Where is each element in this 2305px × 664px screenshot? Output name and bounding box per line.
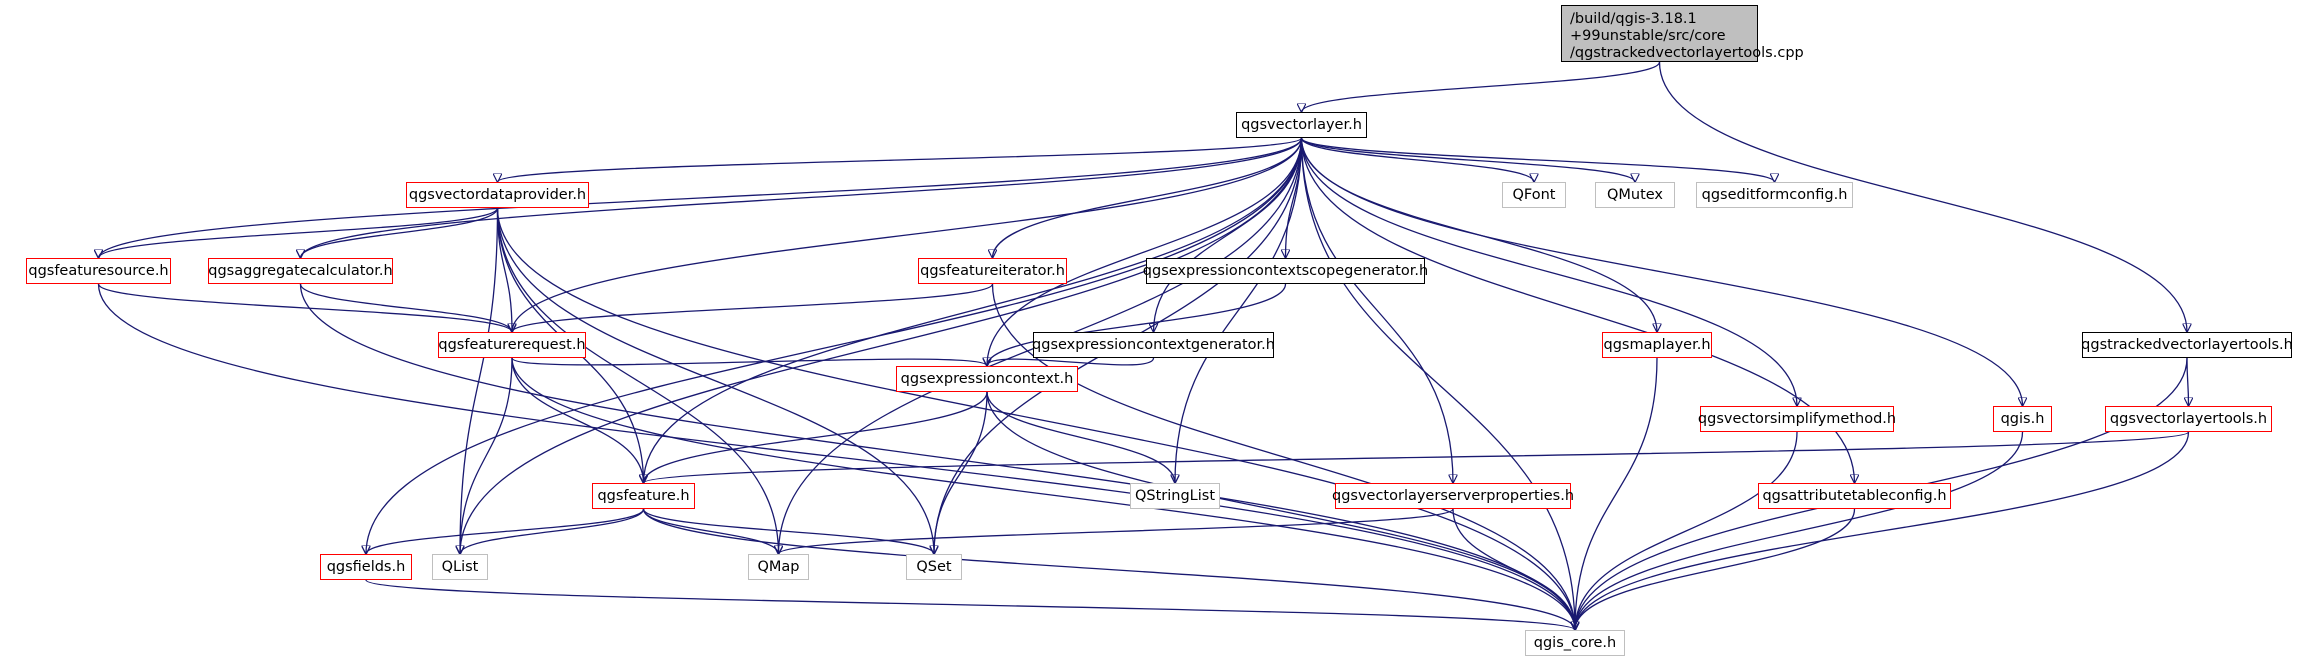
node-qgstrackedvectorlayertools[interactable]: qgstrackedvectorlayertools.h <box>2081 332 2293 358</box>
edge-qgsfeature-to-qset <box>642 508 935 554</box>
edge-qgsvectorlayer-to-qgsfeature <box>644 137 1303 483</box>
edge-qgsvectorlayer-to-qgsexpressioncontextgenerator <box>1154 137 1303 332</box>
root-file-node: /build/qgis-3.18.1 +99unstable/src/core … <box>1561 5 1804 62</box>
edge-qgsattributetableconfig-to-qgis-core <box>1575 508 1856 630</box>
edge-qgsfeaturerequest-to-qgsfeature <box>511 357 644 483</box>
edge-qgsvectorlayertools-to-qgsfeature <box>644 431 2190 483</box>
edge-qgsvectorlayerserverproperties-to-qgis-core <box>1452 508 1575 630</box>
node-qgis[interactable]: qgis.h <box>1993 406 2052 432</box>
edge-qgsvectorlayer-to-qgsvectordataprovider <box>498 137 1303 182</box>
edge-qgsvectorlayer-to-qlist <box>460 137 1303 554</box>
edge-qgsfeaturerequest-to-qlist <box>460 357 513 554</box>
node-qgsvectorlayer[interactable]: qgsvectorlayer.h <box>1236 112 1367 138</box>
node-qgsvectorsimplifymethod[interactable]: qgsvectorsimplifymethod.h <box>1698 406 1896 432</box>
edge-qgsexpressioncontext-to-qgsfeature <box>644 391 988 483</box>
root-path-line-1: /build/qgis-3.18.1 <box>1570 11 1697 27</box>
edge-qgsexpressioncontextgenerator-to-qgsexpressioncontext <box>987 358 1155 366</box>
edge-qgsvectordataprovider-to-qgsaggregatecalculator <box>301 207 499 258</box>
edge-qgsexpressioncontext-to-qset <box>934 391 988 554</box>
root-path-line-2: +99unstable/src/core <box>1570 28 1726 44</box>
edge-qgsfeaturerequest-to-qgis-core <box>511 357 1575 630</box>
edge-qgsvectordataprovider-to-qgsfeaturesource <box>99 207 499 258</box>
edge-qgsvectorlayer-to-qgis-core <box>1300 137 1576 630</box>
node-qstringlist[interactable]: QStringList <box>1130 483 1220 509</box>
edge-qgsvectorlayer-to-qgsfeaturesource <box>99 137 1303 258</box>
node-qgsvectorlayerserverproperties[interactable]: qgsvectorlayerserverproperties.h <box>1332 483 1574 509</box>
node-qgsfeature[interactable]: qgsfeature.h <box>592 483 695 509</box>
edge-qgsvectorlayer-to-qgseditformconfig <box>1300 137 1775 183</box>
edge-qgsfeaturesource-to-qgsfeaturerequest <box>97 283 513 333</box>
node-qmutex[interactable]: QMutex <box>1595 182 1675 208</box>
node-qgsexpressioncontextscopegenerator[interactable]: qgsexpressioncontextscopegenerator.h <box>1143 258 1428 284</box>
edge-qgsvectorlayer-to-qgis <box>1300 137 2023 406</box>
edge-qgsvectordataprovider-to-qmap <box>496 207 779 554</box>
edge-qgsvectordataprovider-to-qgis-core <box>496 207 1576 630</box>
node-qgsvectordataprovider[interactable]: qgsvectordataprovider.h <box>406 182 589 208</box>
edge-qgsexpressioncontext-to-qgis-core <box>986 391 1575 630</box>
edge-qgsaggregatecalculator-to-qgis-core <box>299 283 1576 630</box>
edge-qgsaggregatecalculator-to-qgsfeaturerequest <box>299 283 513 332</box>
edge-qgsvectorlayer-to-qmutex <box>1300 137 1636 183</box>
edge-qgsvectorlayer-to-qgsfeaturerequest <box>512 137 1303 332</box>
node-qgseditformconfig[interactable]: qgseditformconfig.h <box>1696 182 1853 208</box>
edge-qgsvectorlayer-to-qgsvectorlayerserverproperties <box>1300 137 1454 483</box>
edge-qgsfields-to-qgis-core <box>365 579 1575 630</box>
edge-qgsvectorlayer-to-qstringlist <box>1175 137 1303 483</box>
node-qfont[interactable]: QFont <box>1502 182 1566 208</box>
edge-qgsvectorlayer-to-qgsfeatureiterator <box>993 137 1303 258</box>
node-qgsfeaturesource[interactable]: qgsfeaturesource.h <box>26 258 171 284</box>
node-qgsfeatureiterator[interactable]: qgsfeatureiterator.h <box>918 258 1067 284</box>
edge-qgsfeature-to-qgsfields <box>366 508 645 554</box>
root-path-line-3: /qgstrackedvectorlayertools.cpp <box>1570 45 1804 61</box>
edge-qgsvectorlayertools-to-qgis-core <box>1575 431 2190 630</box>
node-qgsexpressioncontext[interactable]: qgsexpressioncontext.h <box>896 366 1078 392</box>
edge-qgsvectorlayer-to-qgsvectorsimplifymethod <box>1300 137 1798 406</box>
node-qgsaggregatecalculator[interactable]: qgsaggregatecalculator.h <box>208 258 393 284</box>
edge-qgsmaplayer-to-qgis-core <box>1575 357 1658 630</box>
edge-qgsvectorlayer-to-qfont <box>1300 137 1535 182</box>
edge-qgis-to-qgis-core <box>1575 431 2024 630</box>
edge-qgsvectordataprovider-to-qset <box>496 207 935 554</box>
edge-qgsfeatureiterator-to-qgsfeaturerequest <box>512 283 994 333</box>
node-qgsfeaturerequest[interactable]: qgsfeaturerequest.h <box>438 332 586 358</box>
node-qgsmaplayer[interactable]: qgsmaplayer.h <box>1602 332 1712 358</box>
edge-qgsvectorlayer-to-qgsaggregatecalculator <box>301 137 1303 258</box>
node-qgis-core[interactable]: qgis_core.h <box>1525 630 1625 656</box>
node-qgsattributetableconfig[interactable]: qgsattributetableconfig.h <box>1758 483 1951 509</box>
edge-qgsvectorlayerserverproperties-to-qmap <box>779 508 1454 554</box>
edge-qgsvectorlayer-to-qgsfields <box>366 137 1303 554</box>
node-qgsvectorlayertools[interactable]: qgsvectorlayertools.h <box>2105 406 2272 432</box>
edge-qgsvectorsimplifymethod-to-qgis-core <box>1575 431 1798 630</box>
node-qset[interactable]: QSet <box>906 554 962 580</box>
edge-qgsfeature-to-qlist <box>460 508 645 554</box>
node-qgsfields[interactable]: qgsfields.h <box>320 554 412 580</box>
edge-qgstrackedvectorlayertools-to-qgsvectorlayertools <box>2187 357 2189 406</box>
node-qgsexpressioncontextgenerator[interactable]: qgsexpressioncontextgenerator.h <box>1032 332 1275 358</box>
edge-qgsfeaturesource-to-qgis-core <box>97 283 1576 630</box>
edge-qgsfeature-to-qgis-core <box>642 508 1576 630</box>
edge-root-to-qgstrackedvectorlayertools <box>1658 61 2188 332</box>
edge-qgsfeatureiterator-to-qgis-core <box>991 283 1576 630</box>
edge-qgsexpressioncontextscopegenerator-to-qgsexpressioncontext <box>987 283 1287 366</box>
edge-qgsexpressioncontext-to-qstringlist <box>986 391 1175 483</box>
edge-qgsvectordataprovider-to-qlist <box>460 207 499 554</box>
node-qmap[interactable]: QMap <box>748 554 809 580</box>
edge-root-to-qgsvectorlayer <box>1302 61 1661 112</box>
edge-qgsfeature-to-qmap <box>642 508 779 554</box>
node-qlist[interactable]: QList <box>432 554 488 580</box>
edge-qgsfeaturerequest-to-qgsexpressioncontext <box>511 358 987 367</box>
